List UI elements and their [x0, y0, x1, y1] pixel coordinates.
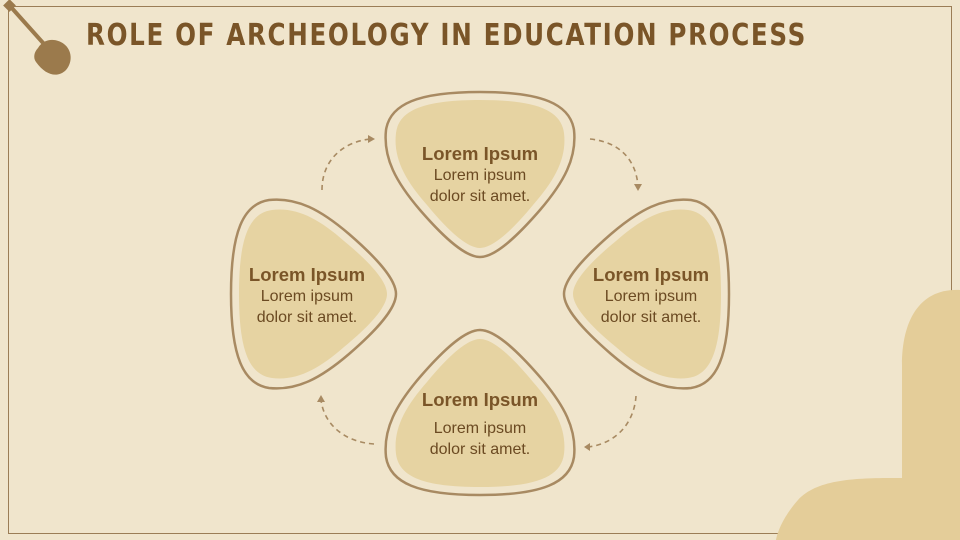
node-bottom-heading: Lorem Ipsum — [421, 389, 539, 410]
node-top: Lorem Ipsum Lorem ipsum dolor sit amet. — [405, 143, 555, 207]
node-bottom-body: Lorem ipsum dolor sit amet. — [429, 420, 531, 458]
node-shape-top — [384, 90, 576, 259]
node-shape-right — [562, 198, 731, 390]
node-left-body: Lorem ipsum dolor sit amet. — [256, 288, 358, 326]
node-top-body: Lorem ipsum dolor sit amet. — [429, 167, 531, 205]
slide-frame — [8, 6, 952, 534]
corner-blob — [776, 289, 960, 540]
cycle-arrows — [320, 138, 639, 448]
node-shape-bottom — [384, 328, 576, 497]
node-right: Lorem Ipsum Lorem ipsum dolor sit amet. — [576, 264, 726, 328]
arrow-right-bottom — [587, 395, 637, 448]
node-top-heading: Lorem Ipsum — [421, 143, 539, 164]
node-right-heading: Lorem Ipsum — [592, 264, 710, 285]
arrowheads — [317, 135, 642, 451]
shovel-icon — [3, 0, 71, 75]
arrow-bottom-left — [320, 399, 375, 445]
slide-title: ROLE OF ARCHEOLOGY IN EDUCATION PROCESS — [86, 18, 807, 53]
node-bottom: Lorem Ipsum Lorem ipsum dolor sit amet. — [405, 389, 555, 460]
node-left: Lorem Ipsum Lorem ipsum dolor sit amet. — [232, 264, 382, 328]
node-left-heading: Lorem Ipsum — [248, 264, 366, 285]
arrow-top-right — [589, 138, 639, 187]
node-shape-left — [229, 198, 398, 390]
arrow-left-top — [321, 138, 371, 191]
node-right-body: Lorem ipsum dolor sit amet. — [600, 288, 702, 326]
